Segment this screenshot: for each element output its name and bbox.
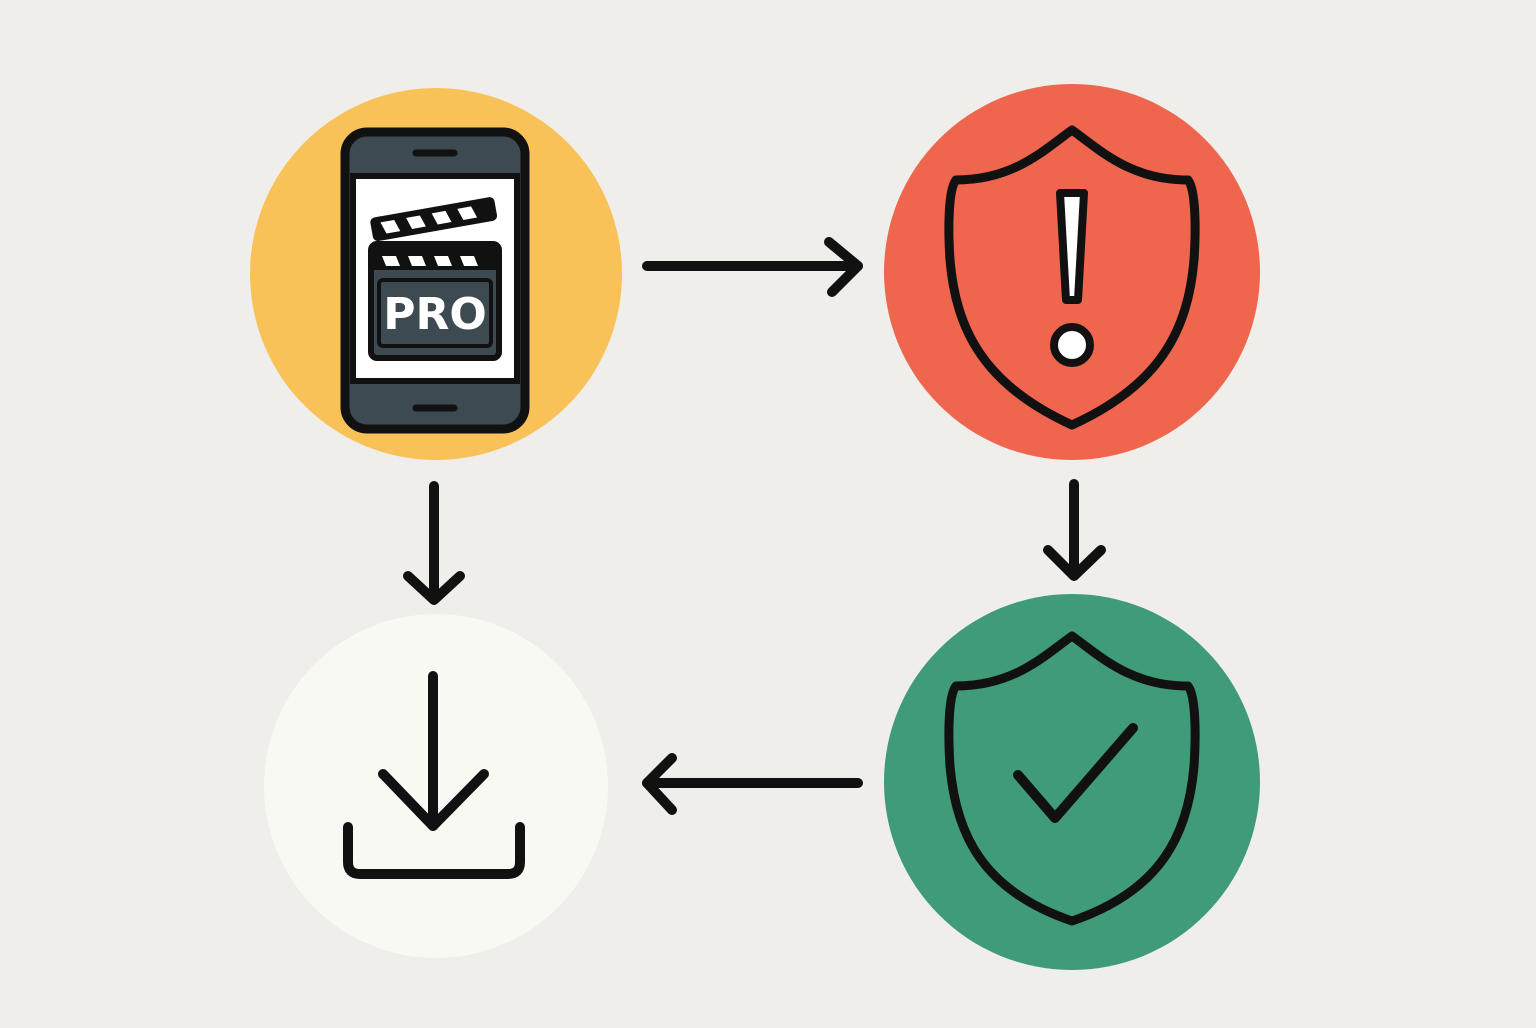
edge-pro-app-to-download [403, 481, 465, 605]
arrowhead-down-icon [403, 571, 465, 605]
node-verified-circle [884, 594, 1260, 970]
node-pro-app: PRO [250, 88, 622, 460]
arrowhead-down-icon [1043, 545, 1106, 581]
node-verified [884, 594, 1260, 970]
smartphone-clapperboard-icon: PRO [340, 127, 530, 434]
edge-pro-app-to-warning [642, 237, 863, 297]
shield-exclamation-icon [944, 125, 1200, 430]
shield-checkmark-icon [944, 631, 1200, 926]
edge-verified-to-download [642, 753, 863, 815]
download-icon [343, 671, 525, 879]
pro-label: PRO [383, 289, 487, 340]
edge-warning-to-verified [1043, 479, 1106, 581]
arrowhead-left-icon [642, 753, 677, 815]
arrowhead-right-icon [824, 237, 863, 297]
node-warning [884, 84, 1260, 460]
node-download [264, 614, 608, 958]
